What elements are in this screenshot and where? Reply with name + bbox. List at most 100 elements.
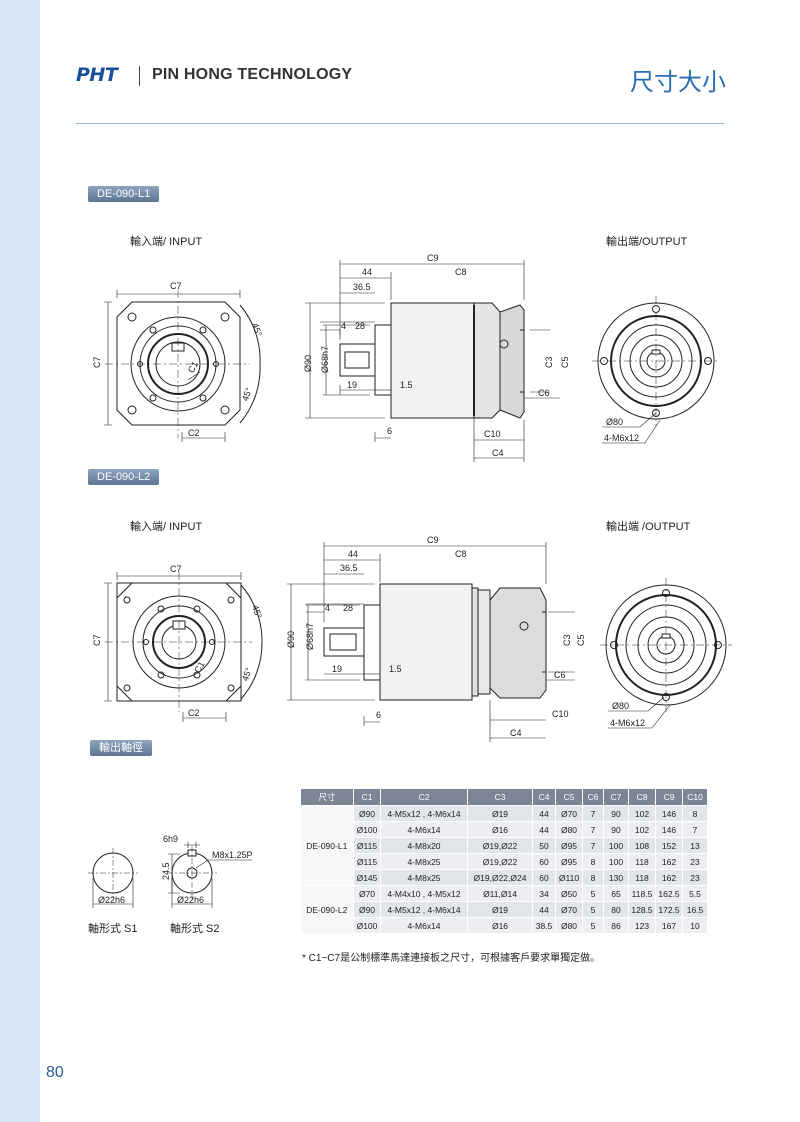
dim-1-5-l2: 1.5 [389, 664, 402, 674]
dim-1-5-l1: 1.5 [400, 380, 413, 390]
angle-bottom-l2: 45° [240, 666, 254, 683]
table-cell: 23 [682, 853, 708, 870]
shaft-key-width: 6h9 [163, 834, 178, 844]
table-cell: 7 [582, 805, 604, 822]
angle-top-l1: 45° [250, 322, 264, 339]
dim-28-l1: 28 [355, 321, 365, 331]
table-cell: 34 [532, 885, 556, 902]
table-cell: 5 [582, 901, 604, 918]
table-header-cell: C9 [655, 788, 683, 806]
table-cell: 100 [603, 837, 629, 854]
table-cell: Ø95 [555, 853, 583, 870]
shaft-thread: M8x1.25P [212, 850, 253, 860]
dim-4-l1: 4 [341, 321, 346, 331]
table-header-row: 尺寸 C1 C2 C3 C4 C5 C6 C7 C8 C9 C10 [300, 788, 708, 806]
table-cell: 90 [603, 821, 629, 838]
table-cell: 7 [582, 821, 604, 838]
table-cell: 108 [628, 837, 656, 854]
table-cell: 146 [655, 821, 683, 838]
table-cell: 80 [603, 901, 629, 918]
output-view-l2 [600, 578, 732, 729]
table-cell: 162.5 [655, 885, 683, 902]
table-cell: Ø19 [467, 805, 533, 822]
input-label-l1: 輸入端/ INPUT [130, 236, 203, 248]
table-cell: Ø19 [467, 901, 533, 918]
dim-c10-l1: C10 [484, 429, 501, 439]
table-cell: 8 [582, 853, 604, 870]
table-cell: Ø100 [353, 917, 381, 934]
dim-holes-l2: 4-M6x12 [610, 718, 645, 728]
page-title: 尺寸大小 [630, 69, 726, 96]
dim-36-5-l1: 36.5 [353, 282, 371, 292]
table-cell: 65 [603, 885, 629, 902]
output-label-l1: 輸出端/OUTPUT [606, 236, 688, 248]
table-cell: 4-M8x25 [380, 869, 468, 886]
dim-d80-l1: Ø80 [606, 417, 623, 427]
table-cell: 118 [628, 853, 656, 870]
table-cell: 44 [532, 821, 556, 838]
dim-c4-l2: C4 [510, 728, 522, 738]
dim-19-l2: 19 [332, 664, 342, 674]
side-view-l2 [323, 583, 547, 701]
table-cell: 8 [582, 869, 604, 886]
dim-d68-l1: Ø68h7 [320, 346, 330, 373]
table-cell: 4-M8x25 [380, 853, 468, 870]
shaft-s1-view [88, 848, 138, 908]
table-cell: Ø95 [555, 837, 583, 854]
table-cell: Ø145 [353, 869, 381, 886]
table-header-cell: C4 [532, 788, 556, 806]
input-flange-view-l2 [104, 572, 263, 722]
table-cell: Ø11,Ø14 [467, 885, 533, 902]
table-cell: 130 [603, 869, 629, 886]
table-cell: 10 [682, 917, 708, 934]
table-cell: Ø16 [467, 821, 533, 838]
dim-c5-l1: C5 [560, 356, 570, 368]
dim-c2-l1: C2 [188, 428, 200, 438]
dim-holes-l1: 4-M6x12 [604, 433, 639, 443]
dim-4-l2: 4 [325, 603, 330, 613]
table-cell: 123 [628, 917, 656, 934]
section-tag-l2: DE-090-L2 [88, 469, 160, 485]
section-tag-l1: DE-090-L1 [88, 186, 160, 202]
dim-c5-l2: C5 [576, 634, 586, 646]
table-cell: 8 [682, 805, 708, 822]
table-cell: 118 [628, 869, 656, 886]
dim-6-l2: 6 [376, 710, 381, 720]
table-header-cell: C6 [582, 788, 604, 806]
page-number: 80 [46, 1064, 64, 1081]
table-cell: 60 [532, 869, 556, 886]
table-cell: Ø70 [555, 805, 583, 822]
table-cell: 172.5 [655, 901, 683, 918]
table-header-cell: C5 [555, 788, 583, 806]
table-cell: 128.5 [628, 901, 656, 918]
table-header-cell: C1 [353, 788, 381, 806]
input-label-l2: 輸入端/ INPUT [130, 521, 203, 533]
dim-c4-l1: C4 [492, 448, 504, 458]
table-cell: 23 [682, 869, 708, 886]
shaft-tag: 輸出軸徑 [90, 740, 152, 756]
table-cell: 44 [532, 901, 556, 918]
dim-c7-side-l1: C7 [92, 356, 102, 368]
table-cell: 86 [603, 917, 629, 934]
dim-19-l1: 19 [347, 380, 357, 390]
dim-d80-l2: Ø80 [612, 701, 629, 711]
table-cell: Ø70 [555, 901, 583, 918]
table-cell: 50 [532, 837, 556, 854]
logo-separator [139, 66, 140, 86]
side-dims-l2 [287, 542, 575, 742]
company-name: PIN HONG TECHNOLOGY [152, 66, 353, 83]
dim-c3-l1: C3 [544, 356, 554, 368]
dim-c1-l1: C1 [186, 360, 200, 375]
table-header-cell: C10 [682, 788, 708, 806]
table-cell: 4-M5x12 , 4-M6x14 [380, 901, 468, 918]
table-cell: Ø50 [555, 885, 583, 902]
table-cell: 4-M4x10 , 4-M5x12 [380, 885, 468, 902]
table-note: * C1~C7是公制標準馬達連接板之尺寸，可根據客戶要求單獨定做。 [302, 953, 601, 964]
